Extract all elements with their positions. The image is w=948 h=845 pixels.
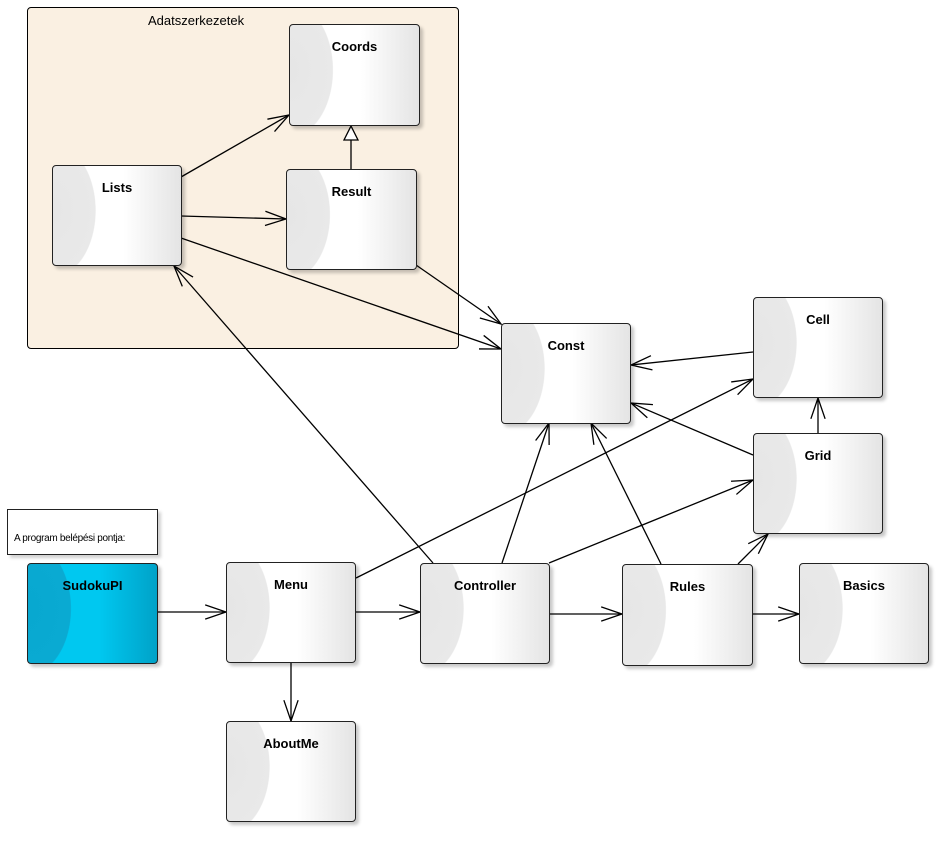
- open-arrowhead-icon: [204, 604, 229, 620]
- entry-point-note[interactable]: A program belépési pontja:: [7, 509, 158, 555]
- open-arrowhead-icon: [590, 421, 608, 445]
- class-rules[interactable]: Rules: [622, 564, 753, 666]
- open-arrowhead-icon: [478, 334, 503, 350]
- relation-rules-to-basics[interactable]: [753, 606, 802, 622]
- relation-controller-to-rules[interactable]: [550, 606, 625, 622]
- note-text: A program belépési pontja:: [14, 533, 126, 544]
- relation-controller-to-grid[interactable]: [548, 479, 755, 564]
- class-sudokupi[interactable]: SudokuPI: [27, 563, 158, 664]
- open-arrowhead-icon: [600, 606, 625, 622]
- class-name: Cell: [806, 312, 830, 327]
- open-arrowhead-icon: [810, 395, 826, 420]
- class-result[interactable]: Result: [286, 169, 417, 270]
- relation-controller-to-const[interactable]: [501, 421, 550, 564]
- open-arrowhead-icon: [479, 305, 503, 326]
- open-arrowhead-icon: [747, 532, 770, 555]
- class-grid[interactable]: Grid: [753, 433, 883, 534]
- open-arrowhead-icon: [283, 699, 299, 724]
- relation-grid-to-const[interactable]: [629, 402, 754, 456]
- class-basics[interactable]: Basics: [799, 563, 929, 664]
- open-arrowhead-icon: [730, 479, 755, 495]
- relation-rules-to-const[interactable]: [590, 421, 662, 565]
- relation-rules-to-grid[interactable]: [737, 532, 770, 565]
- relation-menu-to-controller[interactable]: [356, 604, 423, 620]
- relation-menu-to-aboutme[interactable]: [283, 663, 299, 724]
- class-name: Menu: [274, 577, 308, 592]
- open-arrowhead-icon: [398, 604, 423, 620]
- class-controller[interactable]: Controller: [420, 563, 550, 664]
- open-arrowhead-icon: [629, 355, 653, 371]
- package-title: Adatszerkezetek: [148, 13, 245, 28]
- relation-sudokupi-to-menu[interactable]: [158, 604, 229, 620]
- open-arrowhead-icon: [535, 421, 550, 446]
- class-lists[interactable]: Lists: [52, 165, 182, 266]
- class-aboutme[interactable]: AboutMe: [226, 721, 356, 822]
- open-arrowhead-icon: [777, 606, 802, 622]
- class-name: Rules: [669, 579, 706, 594]
- class-cell[interactable]: Cell: [753, 297, 883, 398]
- open-arrowhead-icon: [629, 402, 653, 419]
- class-name: SudokuPI: [62, 578, 123, 593]
- open-arrowhead-icon: [731, 378, 755, 396]
- class-const[interactable]: Const: [501, 323, 631, 424]
- class-coords[interactable]: Coords: [289, 24, 420, 126]
- relation-grid-to-cell[interactable]: [810, 395, 826, 433]
- class-name: Coords: [331, 39, 378, 54]
- class-menu[interactable]: Menu: [226, 562, 356, 663]
- relation-cell-to-const[interactable]: [629, 351, 754, 371]
- class-name: Basics: [843, 578, 885, 593]
- class-name: AboutMe: [263, 736, 319, 751]
- class-name: Grid: [804, 448, 832, 463]
- class-name: Result: [331, 184, 372, 199]
- class-name: Controller: [453, 578, 517, 593]
- class-name: Const: [547, 338, 585, 353]
- class-name: Lists: [101, 180, 133, 195]
